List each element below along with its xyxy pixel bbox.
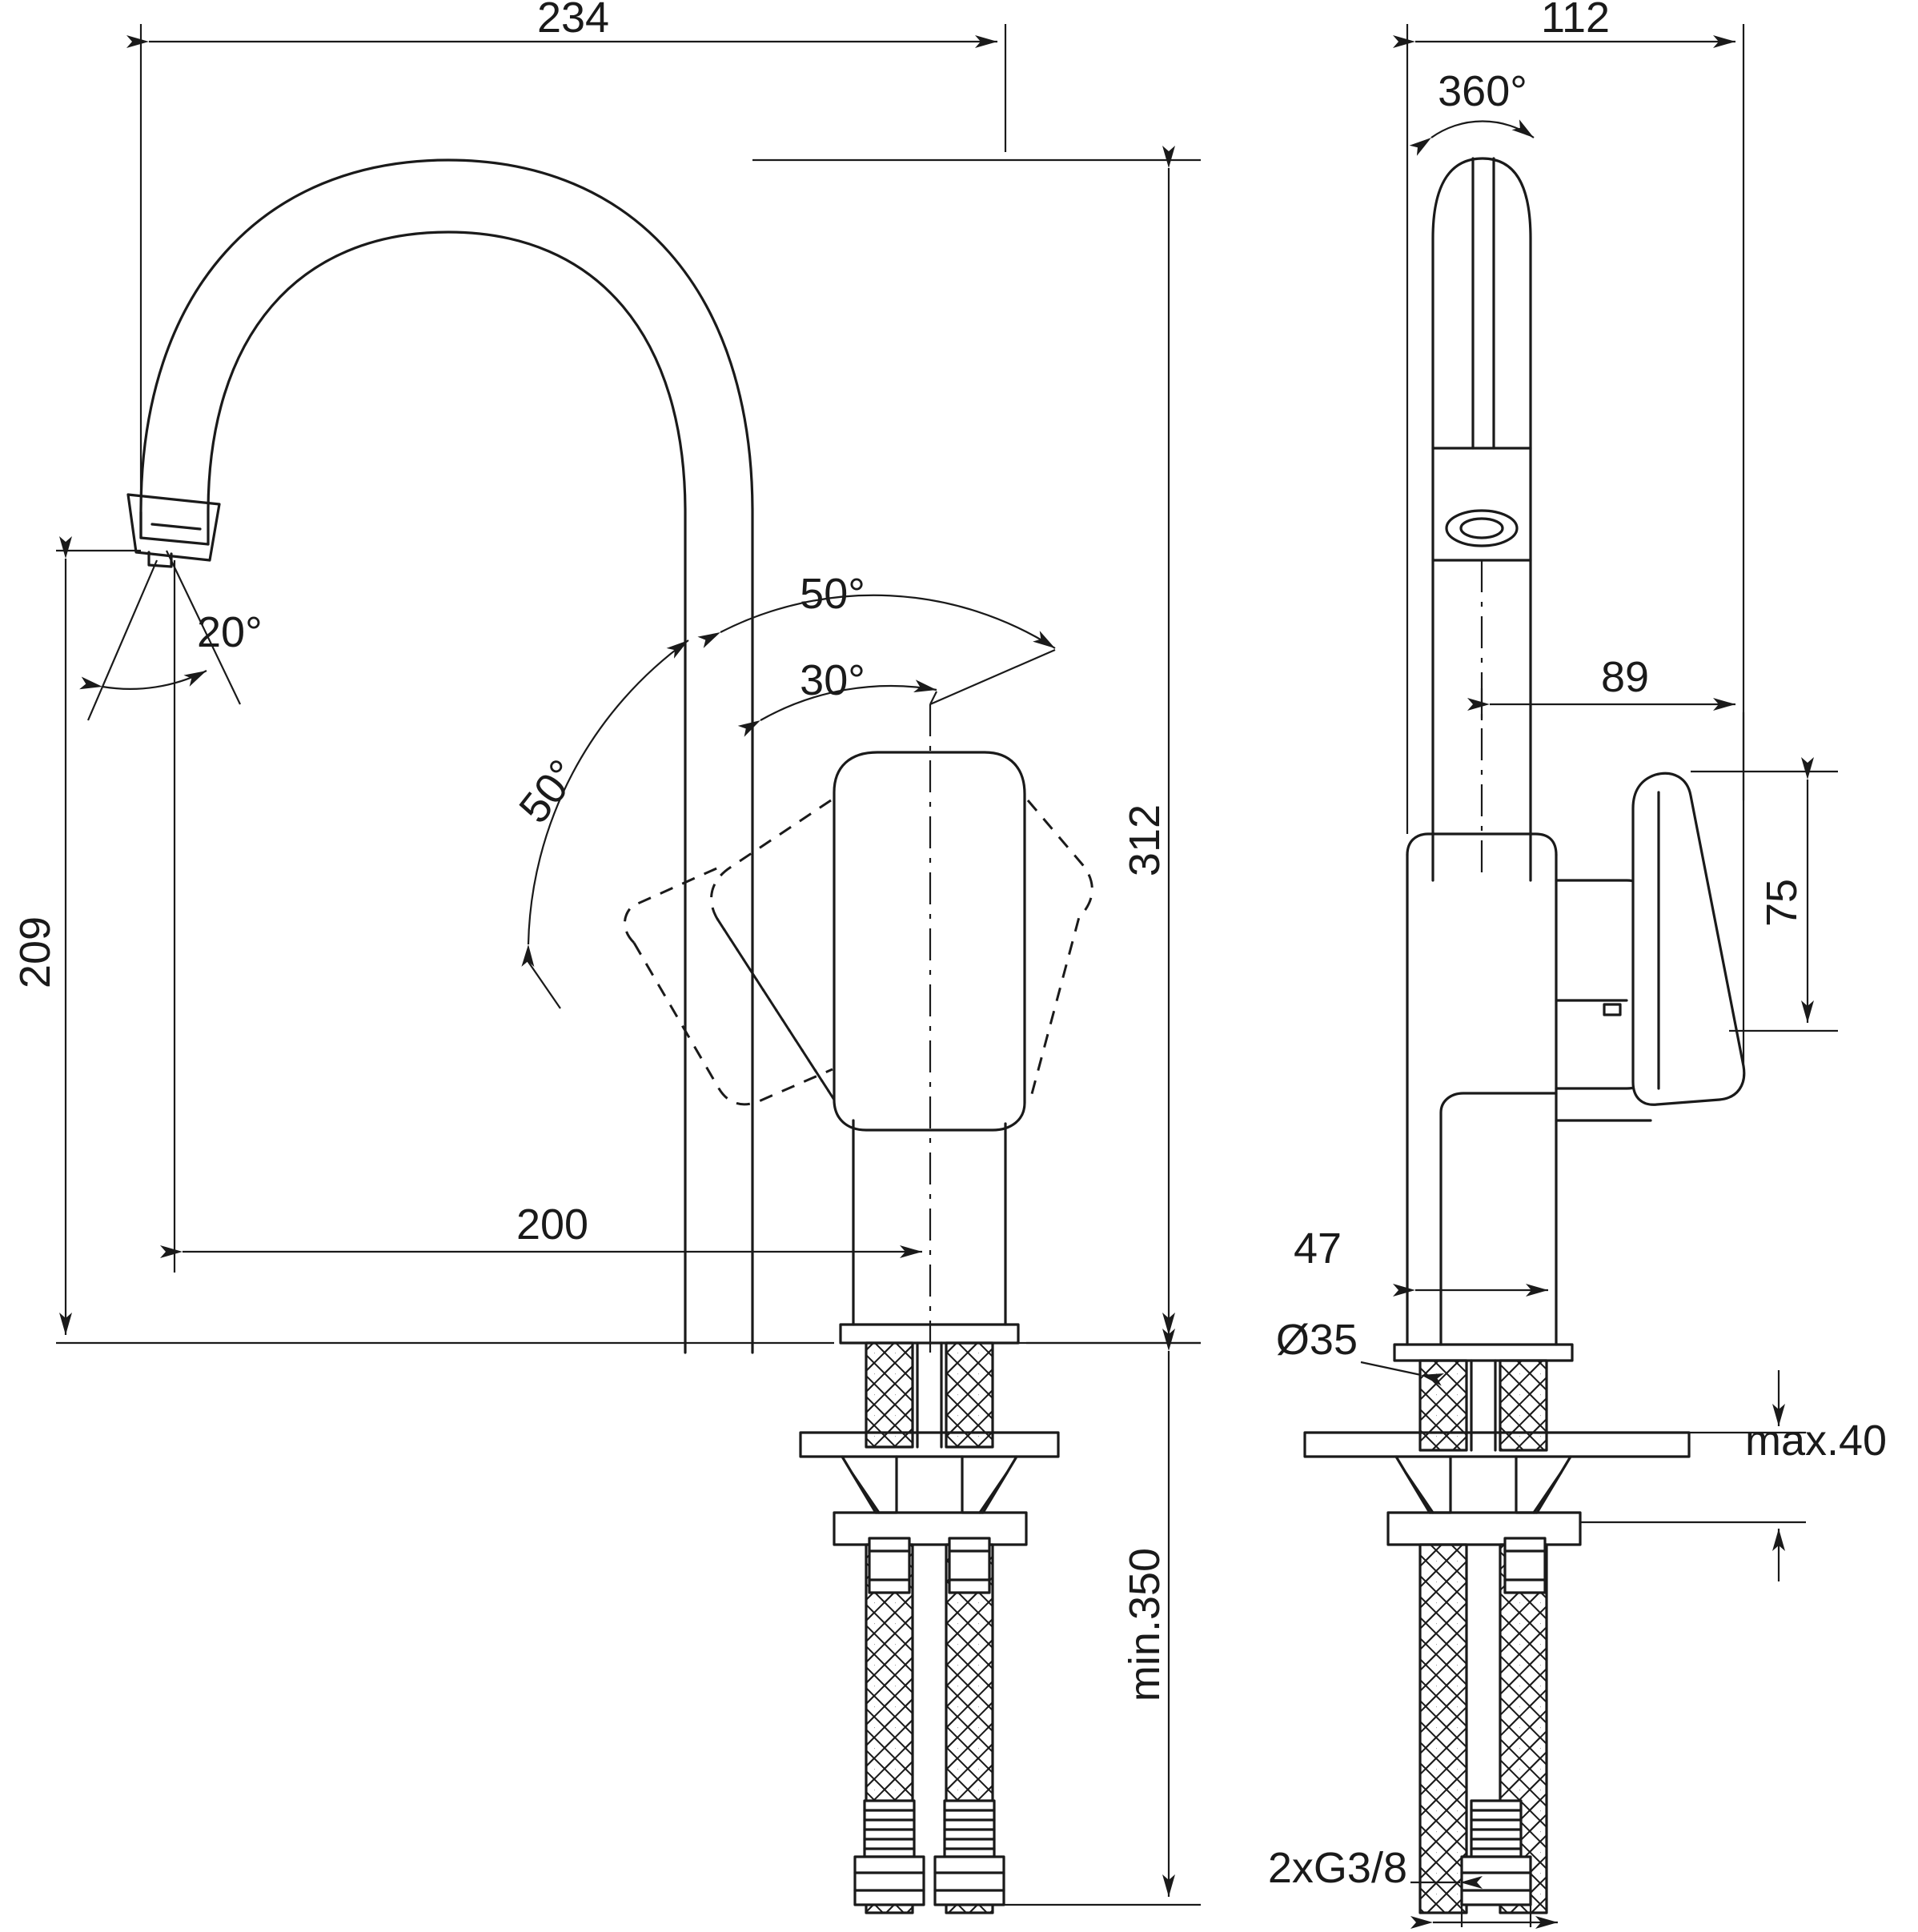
dim-50deg-upper: 50° (800, 570, 865, 618)
front-elevation-view (1303, 157, 1746, 1914)
arc-360deg (1409, 119, 1535, 156)
dim-47: 47 (1294, 1225, 1342, 1273)
dim-max-40: max.40 (1745, 1417, 1887, 1465)
ext-line-20deg-b (166, 550, 241, 705)
dim-min-350: min.350 (1121, 1548, 1169, 1702)
leader-diameter-35 (1360, 1361, 1445, 1386)
angle-leader-right (929, 648, 1056, 706)
dim-thread-2xg38: 2xG3/8 (1268, 1844, 1407, 1892)
dim-200: 200 (516, 1200, 588, 1249)
dim-89: 89 (1601, 653, 1649, 701)
arc-30deg (737, 679, 937, 737)
mounting-shank-and-hoses-front (1303, 1343, 1691, 1914)
dim-75: 75 (1758, 879, 1806, 927)
dim-diameter-35: Ø35 (1276, 1316, 1358, 1364)
spout-column (1431, 157, 1532, 882)
spout-tip (126, 493, 221, 568)
dim-312: 312 (1121, 804, 1169, 876)
spout-outline (139, 158, 754, 1354)
arc-50deg-left (521, 639, 689, 968)
dim-50deg-rotated: 50° (510, 751, 588, 832)
dim-20deg: 20° (197, 608, 263, 656)
dim-360deg: 360° (1438, 67, 1527, 115)
dim-234: 234 (537, 0, 609, 42)
leader-50deg-left (524, 956, 561, 1009)
angle-leader-mid (929, 691, 937, 705)
arc-50deg-upper (697, 594, 1056, 649)
ext-line-20deg-a (86, 559, 158, 721)
mounting-shank-and-hoses (799, 1341, 1060, 1914)
body-block (1406, 832, 1652, 1346)
front-view-dimensions: 112 360° 89 75 47 Ø35 (1268, 0, 1887, 1929)
dim-209: 209 (11, 916, 59, 988)
ext-lines-thread (1460, 1905, 1532, 1927)
handle-lever-front (1631, 772, 1746, 1106)
side-elevation-view (126, 158, 1093, 1914)
dim-30deg: 30° (800, 656, 865, 704)
arc-20deg (79, 670, 207, 690)
dim-112: 112 (1541, 0, 1610, 42)
